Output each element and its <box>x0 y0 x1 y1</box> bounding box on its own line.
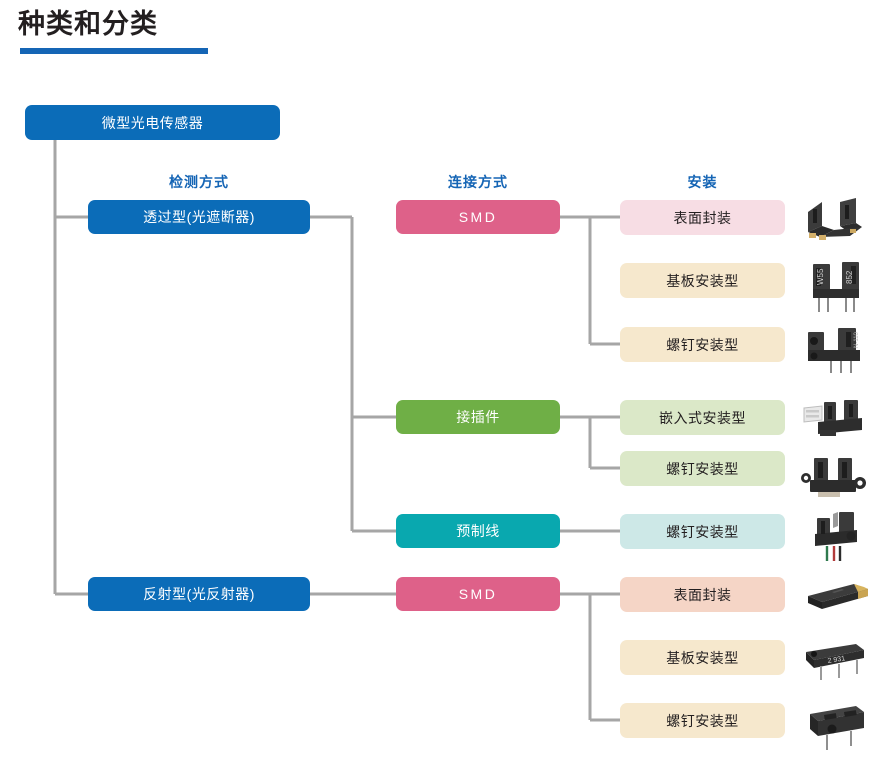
product-photo-photo-reflector-through-hole: 2 931 <box>800 638 872 682</box>
node-mounting-pcb-transmissive[interactable]: 基板安装型 <box>620 263 785 298</box>
node-mounting-screw-transmissive[interactable]: 螺钉安装型 <box>620 327 785 362</box>
node-mounting-pcb-reflective[interactable]: 基板安装型 <box>620 640 785 675</box>
product-photo-photo-interrupter-connector-embedded <box>800 392 870 442</box>
svg-text:W55: W55 <box>816 268 825 285</box>
product-photo-photo-interrupter-cable-screw <box>805 506 869 562</box>
node-connection-prewired-cable[interactable]: 预制线 <box>396 514 560 548</box>
node-mounting-screw-connector[interactable]: 螺钉安装型 <box>620 451 785 486</box>
product-photo-photo-interrupter-connector-screw <box>800 452 870 504</box>
svg-text:852: 852 <box>845 270 854 284</box>
page-title: 种类和分类 <box>18 9 158 39</box>
title-underline <box>20 48 208 54</box>
node-mounting-embedded-connector[interactable]: 嵌入式安装型 <box>620 400 785 435</box>
node-detection-transmissive[interactable]: 透过型(光遮断器) <box>88 200 310 234</box>
product-photo-photo-interrupter-smd <box>800 196 870 248</box>
node-mounting-surface-mount-transmissive[interactable]: 表面封装 <box>620 200 785 235</box>
product-photo-photo-interrupter-through-hole: W55 852 <box>805 258 867 314</box>
node-connection-smd-reflective[interactable]: SMD <box>396 577 560 611</box>
column-header-detection-method: 检测方式 <box>169 174 229 190</box>
svg-text:2 931: 2 931 <box>827 655 846 665</box>
node-connection-connector[interactable]: 接插件 <box>396 400 560 434</box>
svg-text:N-110: N-110 <box>854 331 860 348</box>
product-photo-photo-reflector-smd <box>802 576 872 614</box>
column-header-connection-method: 连接方式 <box>448 174 508 190</box>
node-connection-smd-transmissive[interactable]: SMD <box>396 200 560 234</box>
column-header-mounting: 安装 <box>687 174 718 190</box>
node-detection-reflective[interactable]: 反射型(光反射器) <box>88 577 310 611</box>
node-mounting-screw-reflective[interactable]: 螺钉安装型 <box>620 703 785 738</box>
node-mounting-surface-mount-reflective[interactable]: 表面封装 <box>620 577 785 612</box>
product-photo-photo-reflector-screw <box>802 698 870 752</box>
product-photo-photo-interrupter-screw: N-110 <box>802 322 870 374</box>
node-root-micro-photo-sensor[interactable]: 微型光电传感器 <box>25 105 280 140</box>
node-mounting-screw-cable[interactable]: 螺钉安装型 <box>620 514 785 549</box>
